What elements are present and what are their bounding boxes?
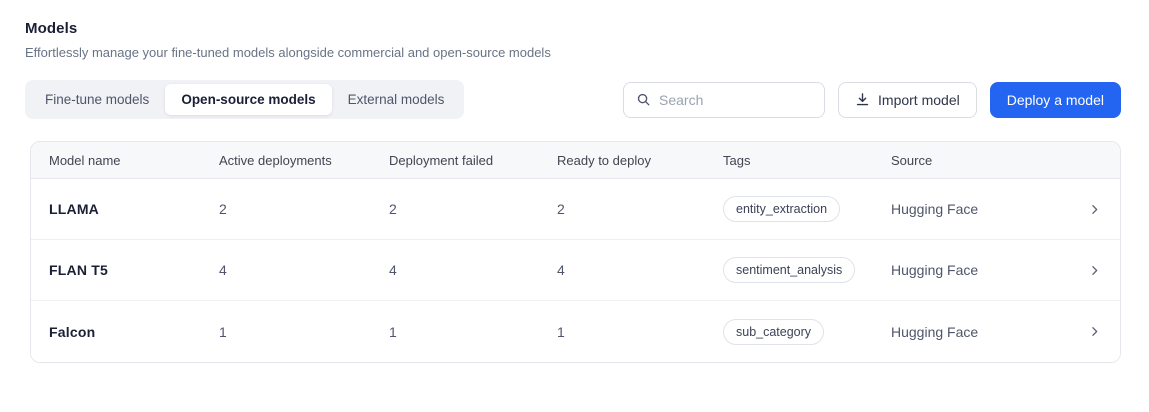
ready-to-deploy-cell: 1 <box>557 323 565 340</box>
page-header: Models Effortlessly manage your fine-tun… <box>25 20 1121 60</box>
tab-external-models[interactable]: External models <box>332 84 461 115</box>
toolbar: Fine-tune models Open-source models Exte… <box>25 80 1121 119</box>
deployment-failed-cell: 4 <box>389 262 397 278</box>
models-table: Model name Active deployments Deployment… <box>30 141 1121 363</box>
model-type-tabs: Fine-tune models Open-source models Exte… <box>25 80 465 119</box>
toolbar-actions: Import model Deploy a model <box>623 81 1121 118</box>
chevron-right-icon <box>1091 265 1097 275</box>
active-deployments-cell: 4 <box>219 262 227 278</box>
source-cell: Hugging Face <box>891 323 979 340</box>
ready-to-deploy-cell: 2 <box>557 201 565 217</box>
model-name-cell: FLAN T5 <box>49 262 108 278</box>
tab-open-source-models[interactable]: Open-source models <box>165 84 332 115</box>
active-deployments-cell: 1 <box>219 323 227 340</box>
column-header-source: Source <box>891 152 933 168</box>
active-deployments-cell: 2 <box>219 201 227 217</box>
tag-pill: sentiment_analysis <box>723 257 856 283</box>
tags-cell: sentiment_analysis <box>723 257 891 283</box>
table-row-llama[interactable]: LLAMA 2 2 2 entity_extraction Hugging Fa… <box>31 179 1120 240</box>
column-header-deployment-failed: Deployment failed <box>389 152 494 168</box>
tag-pill: sub_category <box>723 318 825 345</box>
deployment-failed-cell: 2 <box>389 201 397 217</box>
row-open-button[interactable] <box>1068 325 1120 338</box>
table-row-falcon[interactable]: Falcon 1 1 1 sub_category Hugging Face <box>31 301 1120 362</box>
search-box[interactable] <box>623 81 826 118</box>
column-header-active-deployments: Active deployments <box>219 152 332 168</box>
column-header-tags: Tags <box>723 152 751 168</box>
download-icon <box>856 93 869 106</box>
deployment-failed-cell: 1 <box>389 323 397 340</box>
table-header-row: Model name Active deployments Deployment… <box>31 142 1120 179</box>
deploy-model-label: Deploy a model <box>1006 91 1104 108</box>
column-header-ready-to-deploy: Ready to deploy <box>557 152 651 168</box>
source-cell: Hugging Face <box>891 262 979 278</box>
model-name-cell: LLAMA <box>49 201 99 217</box>
search-icon <box>637 93 650 106</box>
table-row-flan-t5[interactable]: FLAN T5 4 4 4 sentiment_analysis Hugging… <box>31 240 1120 301</box>
page-subtitle: Effortlessly manage your fine-tuned mode… <box>25 45 551 60</box>
tag-pill: entity_extraction <box>723 196 841 222</box>
tags-cell: sub_category <box>723 318 891 345</box>
row-open-button[interactable] <box>1068 203 1120 216</box>
deploy-model-button[interactable]: Deploy a model <box>989 81 1121 118</box>
column-header-model-name: Model name <box>49 152 121 168</box>
chevron-right-icon <box>1091 327 1097 336</box>
import-model-button[interactable]: Import model <box>838 81 977 118</box>
row-open-button[interactable] <box>1068 264 1120 277</box>
source-cell: Hugging Face <box>891 201 979 217</box>
ready-to-deploy-cell: 4 <box>557 262 565 278</box>
import-model-label: Import model <box>878 91 960 108</box>
model-name-cell: Falcon <box>49 323 96 340</box>
tags-cell: entity_extraction <box>723 196 891 222</box>
chevron-right-icon <box>1091 204 1097 214</box>
tab-fine-tune-models[interactable]: Fine-tune models <box>29 84 165 115</box>
search-input[interactable] <box>659 91 813 108</box>
page-title: Models <box>25 20 78 37</box>
